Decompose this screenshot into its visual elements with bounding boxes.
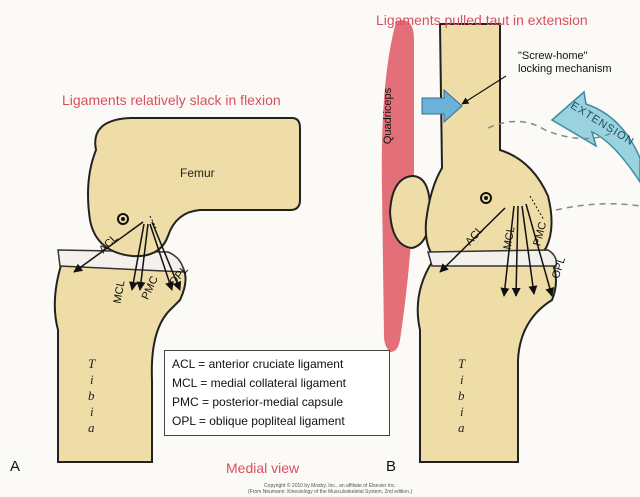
tibia-a-letter: T: [88, 356, 95, 372]
tibia-b-letter: i: [460, 372, 464, 388]
panel-letter-a: A: [10, 458, 20, 475]
legend-row: MCL = medial collateral ligament: [172, 376, 346, 390]
tibia-a-letter: a: [88, 420, 95, 436]
tibia-a-letter: i: [90, 404, 94, 420]
tibia-b-letter: i: [460, 404, 464, 420]
title-medial-view: Medial view: [226, 460, 299, 476]
tibia-b-shape: [418, 262, 556, 462]
copyright-line-2: (From Neumann: Kinesiology of the Muscul…: [200, 489, 460, 495]
tibia-a-letter: b: [88, 388, 95, 404]
quadriceps-label: Quadriceps: [382, 88, 394, 144]
legend-row: OPL = oblique popliteal ligament: [172, 414, 345, 428]
screw-home-label-1: "Screw-home": [518, 50, 588, 62]
copyright-notice: Copyright © 2010 by Mosby, Inc., an affi…: [200, 483, 460, 495]
femur-a-shape: [88, 118, 300, 256]
femur-label: Femur: [180, 166, 215, 180]
tibia-b-letter: a: [458, 420, 465, 436]
tibia-b-letter: T: [458, 356, 465, 372]
tibia-a-letter: i: [90, 372, 94, 388]
legend-row: ACL = anterior cruciate ligament: [172, 357, 343, 371]
title-extension: Ligaments pulled taut in extension: [376, 12, 588, 28]
legend-row: PMC = posterior-medial capsule: [172, 395, 343, 409]
panel-letter-b: B: [386, 458, 396, 475]
dashed-path-lower: [556, 204, 640, 210]
meniscus-b: [428, 250, 556, 266]
title-flexion: Ligaments relatively slack in flexion: [62, 92, 281, 108]
patella-b: [390, 176, 430, 248]
screw-home-label-2: locking mechanism: [518, 63, 612, 75]
legend-box: ACL = anterior cruciate ligament MCL = m…: [164, 350, 390, 436]
tibia-b-letter: b: [458, 388, 465, 404]
